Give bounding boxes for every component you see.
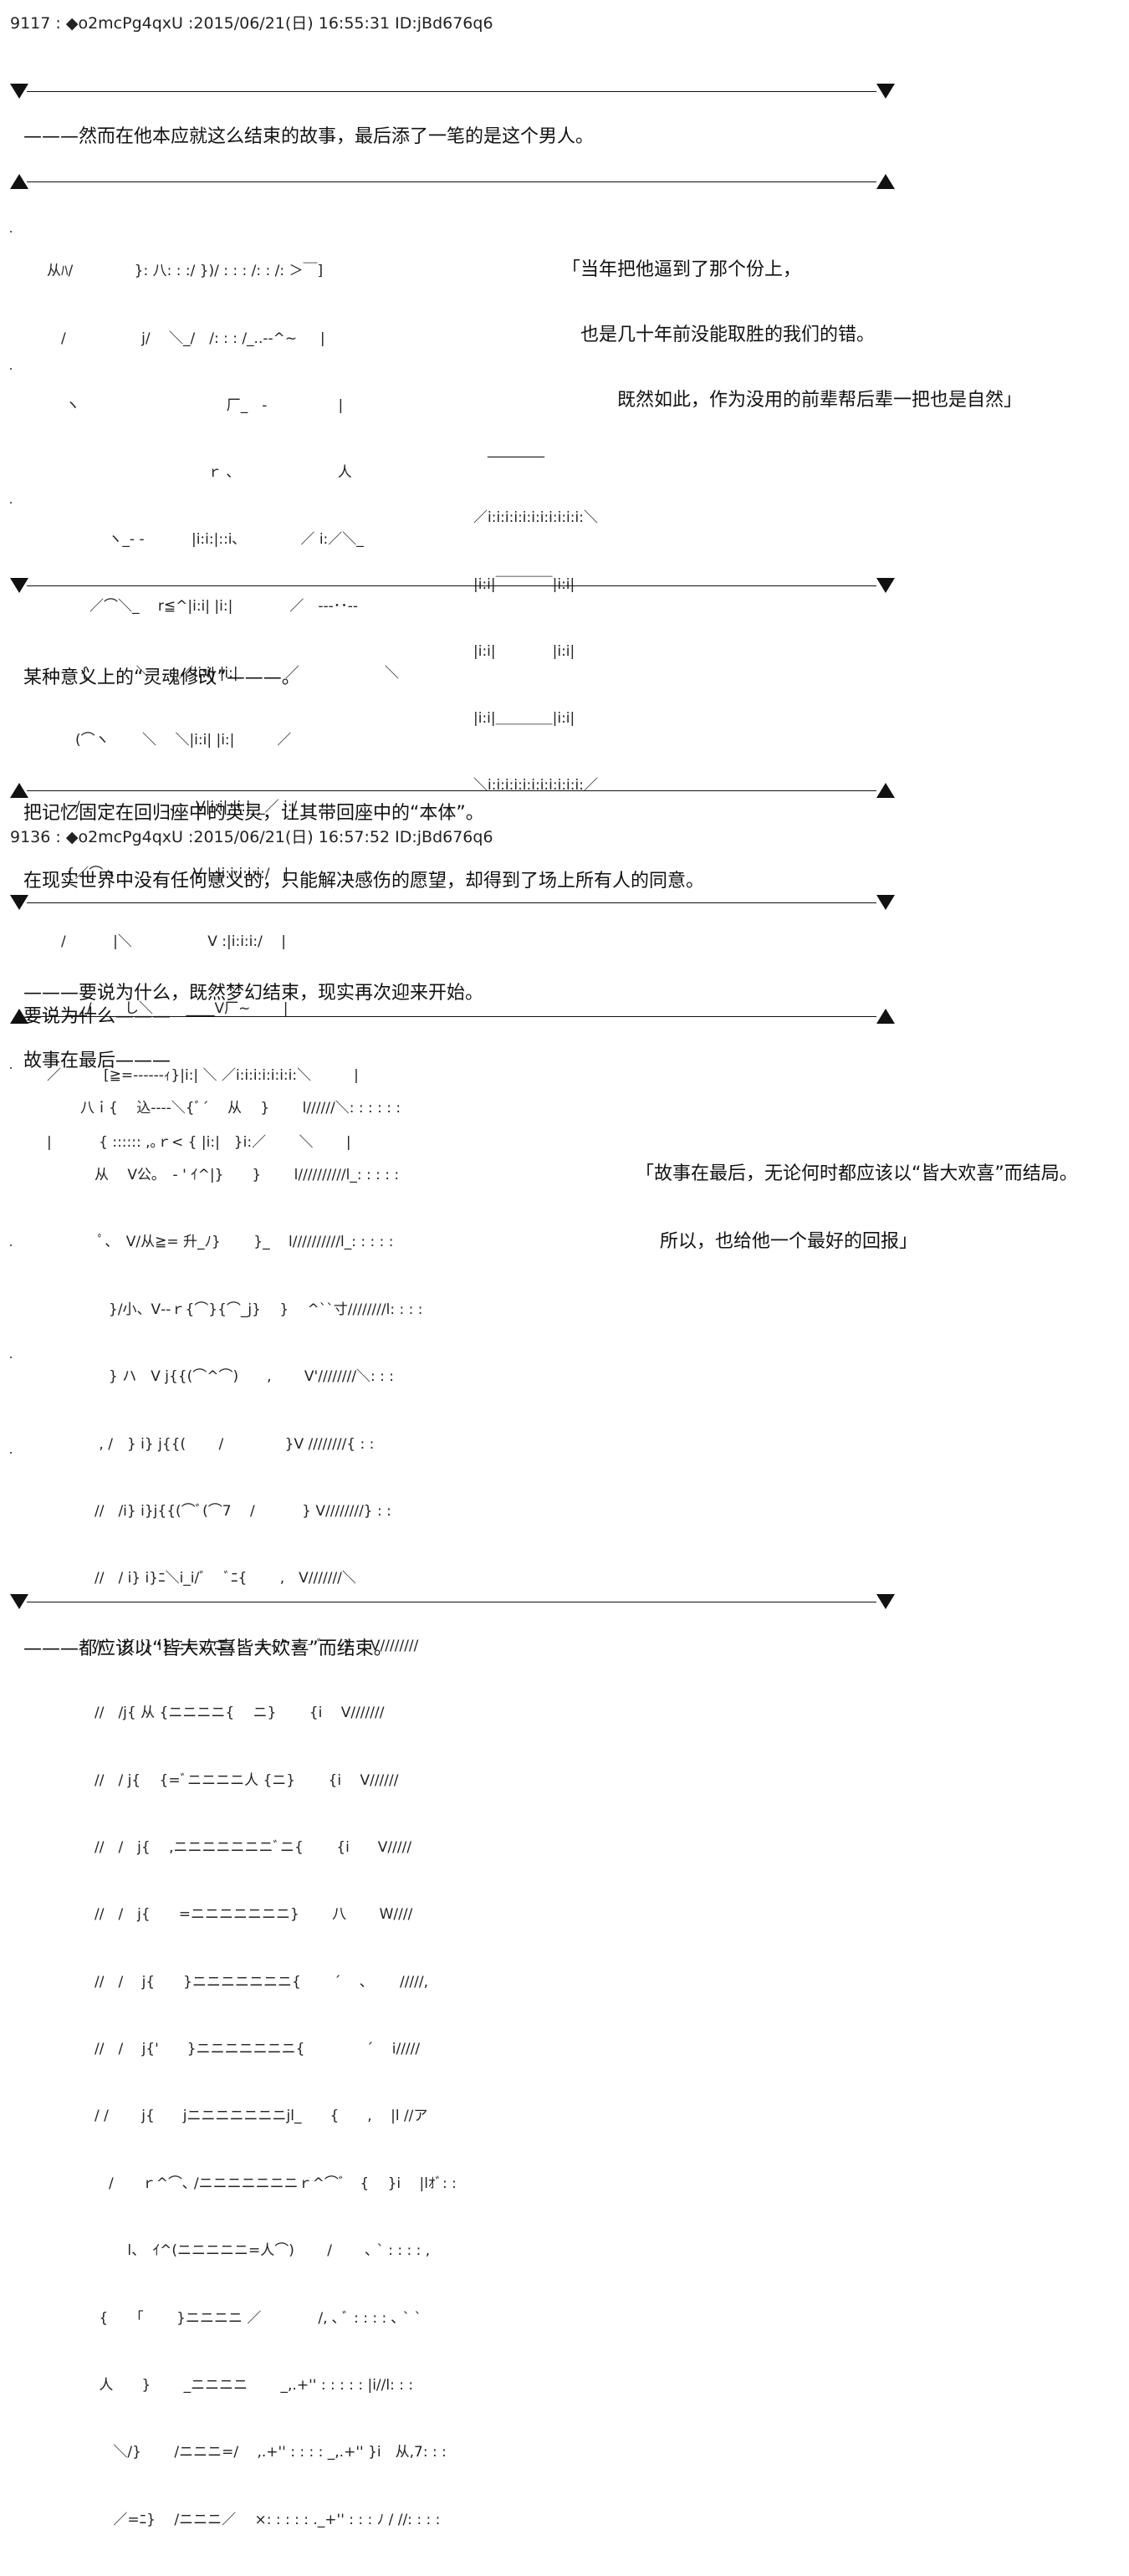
triangle-up-icon [876,783,895,798]
separator-up [10,172,895,192]
triangle-down-icon [876,1594,895,1609]
thread-page: 9117 : ◆o2mcPg4qxU :2015/06/21(日) 16:55:… [10,14,1078,2528]
dialogue-bubble: 「当年把他逼到了那个份上， 也是几十年前没能取胜的我们的错。 既然如此，作为没用… [562,259,1023,411]
triangle-up-icon [10,174,28,189]
triangle-up-icon [10,783,28,798]
narration-block: ———要说为什么，既然梦幻结束，现实再次迎来开始。 故事在最后——— [23,983,484,1071]
separator-down [10,82,895,102]
ascii-art-box: ________ ／i:i:i:i:i:i:i:i:i:i:i:＼ |i:i|￣… [473,442,598,794]
triangle-up-icon [10,1009,28,1024]
ascii-art-figure: 从ﾊ/ }: 八: : :/ })/ : : : /: : /: ＞￣] / j… [47,263,399,1151]
ascii-art-figure: 八ｉ{ 込‐-‐-＼{ﾞ´ 从 } l//////＼: : : : : : 从 … [80,1099,457,2528]
separator-up [10,781,895,801]
post-header: 9136 : ◆o2mcPg4qxU :2015/06/21(日) 16:57:… [10,828,493,846]
triangle-down-icon [10,578,28,593]
page: { "post1": { "header": "9117 : ◆o2mcPg4q… [10,14,1078,2528]
separator-down [10,893,895,913]
triangle-up-icon [876,1009,895,1024]
triangle-down-icon [876,895,895,910]
triangle-down-icon [876,84,895,99]
separator-up [10,1007,895,1027]
narration-line: ———然而在他本应就这么结束的故事，最后添了一笔的是这个男人。 [23,126,595,147]
triangle-up-icon [876,174,895,189]
dialogue-bubble: 「故事在最后，无论何时都应该以“皆大欢喜”而结局。 所以，也给他一个最好的回报」 [636,1163,1078,1252]
narration-line: ———都应该以“皆大欢喜皆大欢喜”而结束。 [23,1638,392,1659]
separator-down [10,1592,895,1613]
triangle-down-icon [10,1594,28,1609]
triangle-down-icon [876,578,895,593]
triangle-down-icon [10,895,28,910]
narration-block: 某种意义上的“灵魂修改”———。 把记忆固定在回归座中的英灵，让其带回座中的“本… [23,667,705,1027]
triangle-down-icon [10,84,28,99]
separator-down [10,576,895,596]
post-header: 9117 : ◆o2mcPg4qxU :2015/06/21(日) 16:55:… [10,14,493,33]
